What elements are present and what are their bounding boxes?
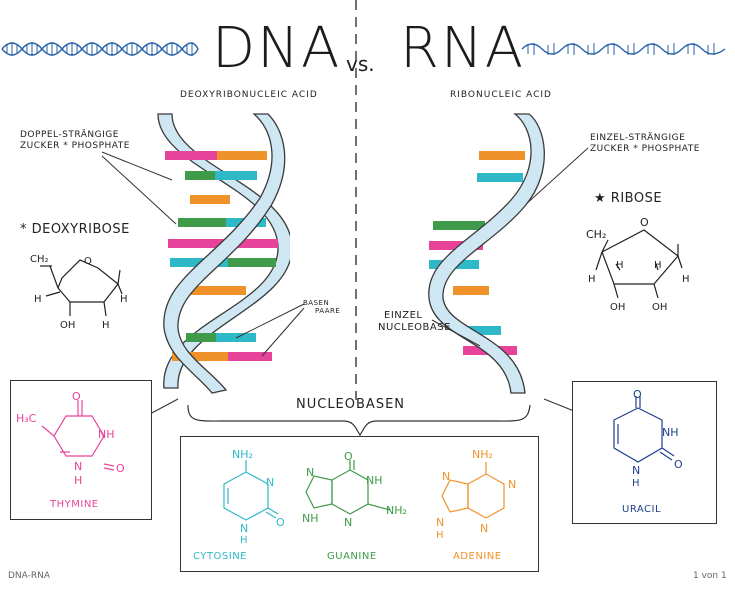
guanine-nh-bottom: NH [302,512,319,525]
rna-nucleobase-pointer [431,319,481,347]
uracil-nh: NH [662,426,679,439]
dna-title: DNA [212,16,342,81]
rna-nucleobase-label-line1: Einzel [384,310,423,321]
uracil-structure: O NH O N H [613,388,683,489]
guanine-label: Guanine [327,551,377,562]
guanine-nh: NH [366,474,383,487]
rna-single-helix [428,113,545,394]
adenine-n-left: N [442,470,450,483]
dna-basepair-label: Basen paare [303,299,340,315]
thymine-n: N [74,460,82,473]
dna-strand-label-line1: Doppel-strängige [20,130,119,140]
thymine-o-right: O [116,462,125,475]
thymine-h3c: H₃C [16,412,37,425]
cytosine-label: Cytosine [193,551,247,562]
dna-basepair-pointer-lines [235,303,305,357]
thymine-h: H [74,474,82,487]
deoxyribose-oh: OH [60,320,75,331]
rna-strand-label-line2: Zucker * Phosphate [590,144,700,154]
adenine-n-right: N [508,478,516,491]
dna-subtitle: Deoxyribonucleic acid [180,90,318,100]
cytosine-n-bottom: N [240,522,248,535]
deoxyribose-h-bottom: H [102,320,110,331]
guanine-o: O [344,452,353,463]
ribose-structure: CH₂ O H H H H OH OH [586,216,690,313]
footer-page-indicator: 1 von 1 [693,571,727,581]
ribose-h-left: H [588,274,596,285]
ribose-h-inner-left: H [616,260,624,271]
rna-strand-label: Einzel-strängige Zucker * Phosphate [590,133,700,155]
adenine-nh2: NH₂ [472,448,493,461]
ribose-h-right: H [682,274,690,285]
deoxyribose-title: * Deoxyribose [20,222,130,237]
ribose-title: ★ Ribose [594,191,663,206]
rna-title: RNA [400,16,526,81]
adenine-n-bottom-left: N [436,516,444,529]
vs-label: vs. [346,52,375,76]
thymine-label: Thymine [50,499,99,510]
uracil-box [572,381,717,524]
rna-nucleobase-label: Einzel Nucleobase [378,310,451,334]
deoxyribose-o: O [84,256,92,267]
guanine-n-bottom: N [344,516,352,529]
guanine-n-top: N [306,466,314,479]
ribose-o: O [640,216,649,229]
deoxyribose-h-right: H [120,294,128,305]
dna-strand-label: Doppel-strängige Zucker * Phosphate [20,130,130,152]
rna-subtitle: Ribonucleic acid [450,90,552,100]
deoxyribose-structure: CH₂ O H H OH H [30,254,128,331]
rna-nucleobase-label-line2: Nucleobase [378,322,451,333]
deoxyribose-ch2: CH₂ [30,254,49,265]
ribose-ch2: CH₂ [586,228,606,241]
cytosine-structure: NH₂ N O N H [223,448,285,544]
thymine-structure: O H₃C NH O N H [16,392,125,487]
guanine-structure: O N NH NH₂ NH N [302,452,407,529]
dna-basepair-label-line1: Basen [303,299,330,307]
ribose-oh-left: OH [610,302,625,313]
center-divider [355,0,357,400]
cytosine-o: O [276,516,285,529]
dna-strand-label-line2: Zucker * Phosphate [20,141,130,151]
cytosine-n: N [266,476,274,489]
dna-wave-decoration [1,42,199,56]
adenine-h: H [436,530,444,541]
uracil-h: H [632,478,640,489]
ribose-oh-right: OH [652,302,667,313]
uracil-label: Uracil [622,504,662,515]
adenine-label: Adenine [453,551,502,562]
nucleobases-box [180,436,539,572]
cytosine-nh2: NH₂ [232,448,253,461]
thymine-o-top: O [72,392,81,403]
thymine-box [10,380,152,520]
thymine-nh: NH [98,428,115,441]
adenine-structure: NH₂ N N N H N [436,448,516,541]
rna-strand-pointer-line [523,147,589,207]
uracil-o-right: O [674,458,683,471]
dna-strand-pointer-lines [101,151,177,225]
dna-basepair-label-line2: paare [315,307,341,315]
uracil-n: N [632,464,640,477]
cytosine-h: H [240,535,248,544]
ribose-h-inner-right: H [654,260,662,271]
adenine-n-bottom: N [480,522,488,535]
guanine-nh2: NH₂ [386,504,407,517]
rna-wave-decoration [521,43,726,55]
nucleobasen-title: Nucleobasen [296,397,406,412]
uracil-o-top: O [633,388,642,401]
deoxyribose-h-left: H [34,294,42,305]
rna-strand-label-line1: Einzel-strängige [590,133,686,143]
footer-document-title: DNA-RNA [8,571,51,581]
